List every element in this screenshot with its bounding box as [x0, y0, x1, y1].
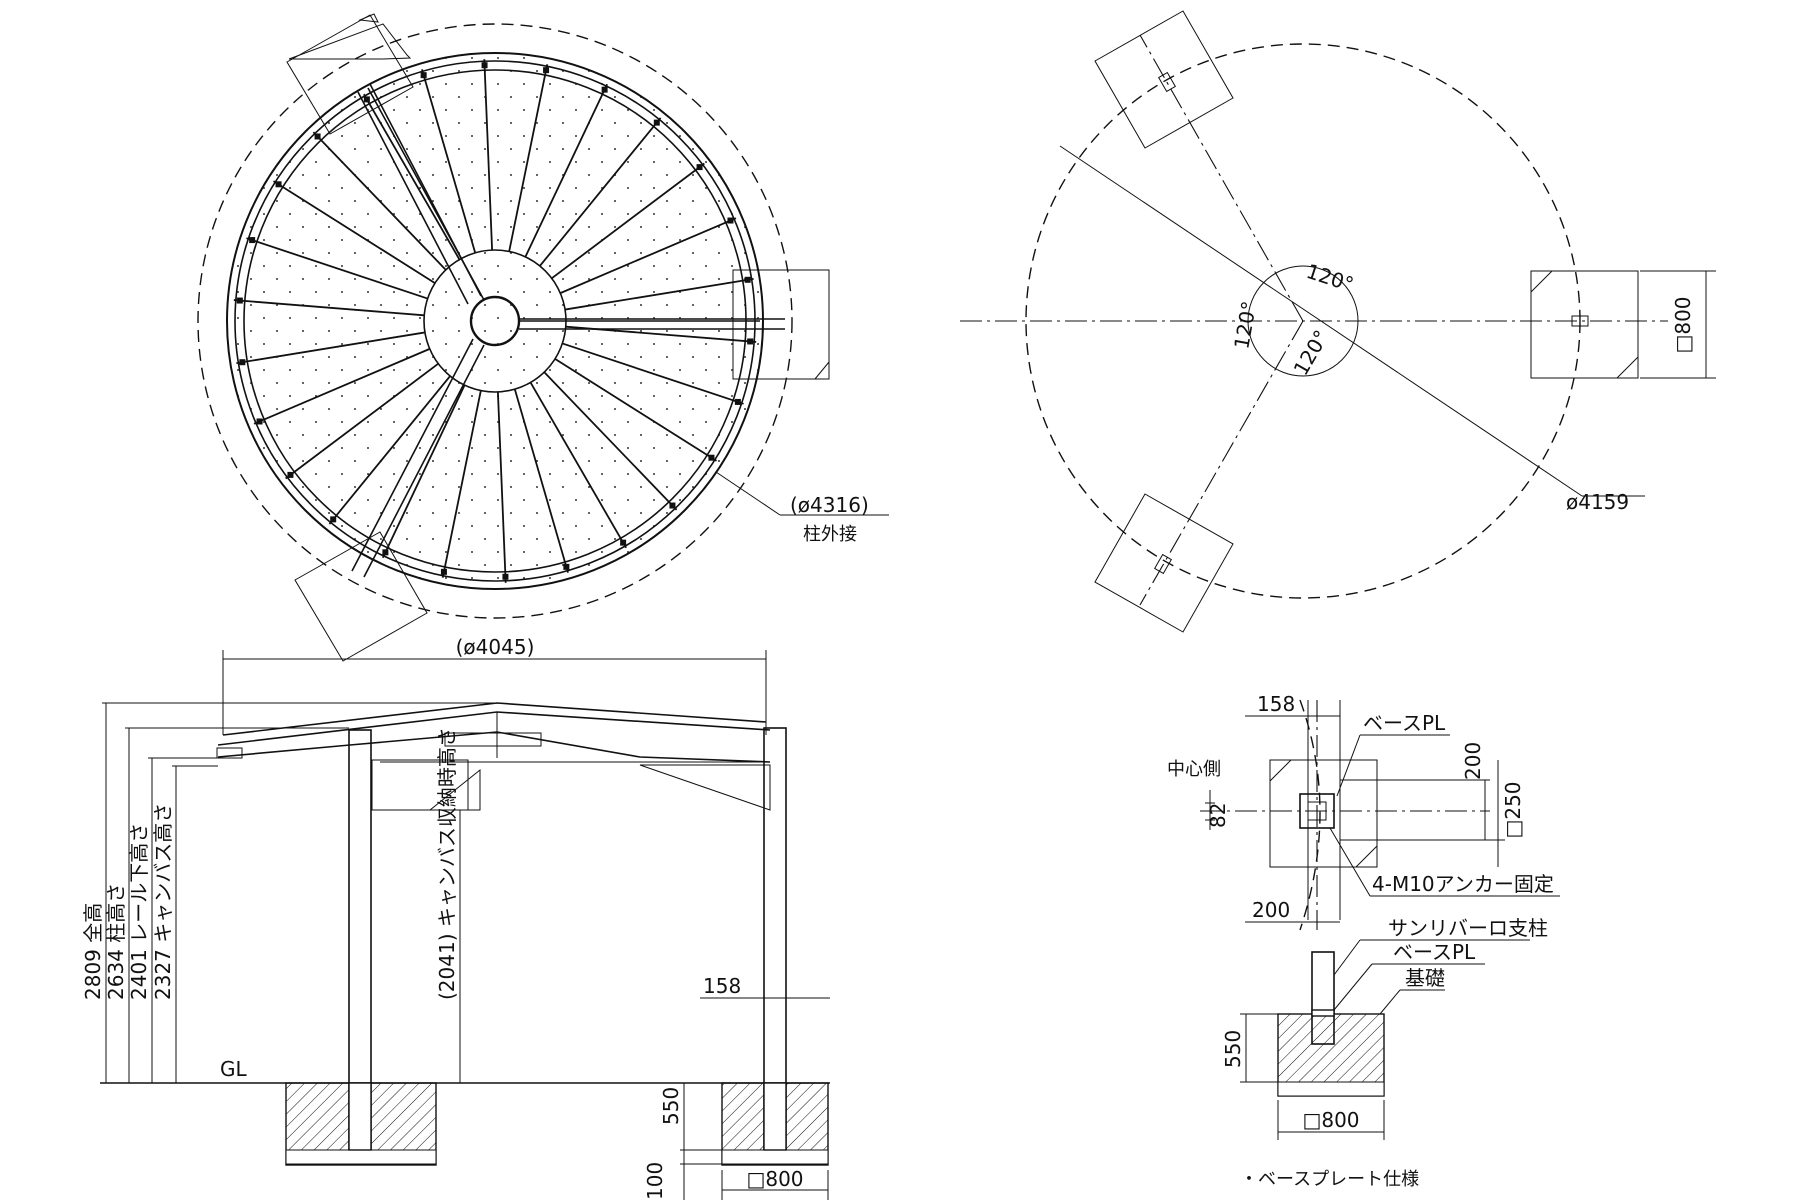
rib-joint — [330, 516, 337, 523]
canopy-ribs — [233, 59, 757, 583]
rib-joint — [669, 502, 676, 509]
foundation-plan: ø4159 120° 120° 120° □800 — [960, 10, 1716, 633]
rib-joint — [620, 539, 627, 546]
rib-joint — [256, 418, 263, 425]
canopy-rib — [363, 93, 461, 260]
detail-dim-200-bottom: 200 — [1252, 898, 1290, 922]
canopy-rib — [285, 362, 439, 480]
outer-dashed-circle — [197, 23, 793, 619]
detail-dim-158: 158 — [1257, 692, 1295, 716]
rib-joint — [563, 563, 570, 570]
foundation-footing-bottom — [1094, 493, 1234, 633]
rib-joint — [363, 96, 370, 103]
center-side-label: 中心側 — [1167, 759, 1221, 780]
section-detail: サンリバーロ支柱 ベースPL 基礎 550 □800 ・ベースプレート仕様 — [1221, 916, 1548, 1190]
top-diameter-label: (ø4316) — [790, 493, 869, 517]
ground-label: GL — [220, 1057, 247, 1081]
canopy-rib — [529, 382, 627, 549]
section-post-label: サンリバーロ支柱 — [1388, 916, 1548, 940]
canopy-rib — [539, 117, 662, 267]
canopy-rib — [543, 371, 678, 511]
section-caption: ・ベースプレート仕様 — [1240, 1169, 1419, 1190]
foundation-footing-top — [1094, 10, 1234, 149]
foundation-footing-size: □800 — [1671, 296, 1695, 353]
detail-dim-200-right: 200 — [1461, 742, 1485, 780]
canopy-rib — [246, 237, 428, 300]
canopy-rib — [421, 69, 477, 254]
canopy-rib — [441, 390, 482, 578]
base-pl-label: ベースPL — [1363, 711, 1446, 735]
rib-joint — [440, 568, 447, 575]
canopy-top-view: (ø4316) 柱外接 — [197, 13, 889, 662]
rib-joint — [601, 86, 608, 93]
canopy-rib — [382, 384, 466, 559]
angle-label-top: 120° — [1303, 259, 1356, 297]
canopy-rib — [554, 358, 717, 462]
anchor-label: 4-M10アンカー固定 — [1372, 872, 1554, 896]
rib-joint — [314, 133, 321, 140]
rib-joint — [734, 398, 741, 405]
height-canvas: 2327 キャンバス高さ — [151, 803, 175, 1000]
section-depth-label: 550 — [1221, 1030, 1245, 1068]
foundation-dashed-circle — [1025, 43, 1581, 599]
rib-joint — [382, 549, 389, 556]
height-post: 2634 柱高さ — [104, 883, 128, 1000]
canopy-rib — [551, 162, 705, 280]
top-diameter-note: 柱外接 — [803, 524, 857, 545]
canopy-rib — [513, 388, 569, 573]
canopy-rib — [508, 64, 549, 252]
foundation-diameter-label: ø4159 — [1566, 490, 1629, 514]
rib-joint — [249, 237, 256, 244]
canopy-rib — [233, 299, 425, 317]
rib-joint — [747, 338, 754, 345]
height-total: 2809 全高 — [81, 903, 105, 1000]
height-rail: 2401 レール下高さ — [127, 823, 151, 1000]
detail-dim-250: □250 — [1501, 781, 1525, 838]
elevation-view: (ø4045) GL — [81, 635, 830, 1200]
rib-joint — [275, 181, 282, 188]
canopy-rib — [559, 217, 737, 294]
canopy-rib — [273, 180, 436, 284]
folded-canvas — [371, 759, 469, 811]
canopy-rib — [496, 391, 507, 583]
rib-joint — [287, 471, 294, 478]
section-width-label: □800 — [1302, 1108, 1359, 1132]
rib-joint — [744, 276, 751, 283]
rib-joint — [696, 164, 703, 171]
canopy-rib — [328, 375, 451, 525]
section-base-pl-label: ベースPL — [1393, 940, 1476, 964]
top-view-dimension: (ø4316) 柱外接 — [715, 471, 889, 545]
rib-joint — [727, 217, 734, 224]
rib-joint — [502, 573, 509, 580]
canopy-rib — [524, 83, 608, 258]
canopy-rib — [564, 277, 754, 311]
rib-joint — [420, 72, 427, 79]
post-offset-label: 158 — [703, 974, 741, 998]
angle-label-left: 120° — [1229, 299, 1261, 351]
section-foundation-label: 基礎 — [1405, 966, 1445, 990]
elevation-width-label: (ø4045) — [456, 635, 535, 659]
footing-width-label: □800 — [746, 1167, 803, 1191]
height-storage: (2041) キャンバス収納時高さ — [435, 727, 459, 1000]
base-plate-detail: 158 82 200 200 □250 中心側 ベースPL 4-M10アンカー固… — [1167, 692, 1560, 931]
foundation-footing-right: □800 — [1530, 270, 1716, 379]
rib-joint — [239, 359, 246, 366]
rib-joint — [708, 454, 715, 461]
detail-dim-82: 82 — [1206, 803, 1230, 828]
footing-depth-label: 550 — [659, 1087, 683, 1125]
canopy-rib — [483, 59, 494, 251]
canopy-rib — [236, 331, 426, 365]
canopy-rib — [312, 131, 447, 271]
rib-joint — [543, 67, 550, 74]
canopy-rib — [253, 348, 431, 425]
rib-joint — [653, 119, 660, 126]
rib-joint — [236, 297, 243, 304]
rib-joint — [481, 62, 488, 69]
footing-base-label: 100 — [643, 1162, 667, 1200]
canopy-rib — [562, 342, 744, 405]
